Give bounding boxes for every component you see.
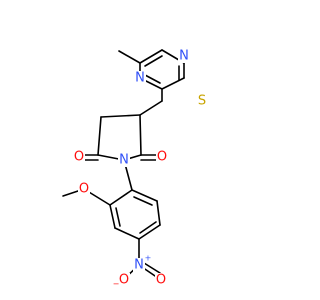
atom-layer: N N S O O N O N +: [73, 49, 208, 289]
atom-label: N: [135, 71, 145, 86]
bond-benz-6-1-inner: [133, 196, 153, 206]
bond-benz-1-2: [109, 189, 133, 206]
atom-o-methoxy: O: [78, 182, 90, 197]
bond-benz-2-3-inner: [115, 207, 121, 227]
bond-layer: [62, 49, 185, 280]
charge-minus: −: [113, 280, 120, 289]
atom-label: S: [198, 94, 206, 109]
atom-label: O: [79, 182, 89, 197]
atom-n-nitro: N +: [133, 254, 151, 273]
charge-plus: +: [145, 254, 152, 263]
bond-c2-c3: [139, 114, 142, 156]
bond-benz-4-5-inner: [139, 221, 157, 234]
bond-benz-3-4: [114, 227, 140, 240]
atom-label: O: [156, 273, 166, 288]
atom-s-thioether: S: [196, 94, 208, 109]
bond-pyr-c4-c5: [139, 49, 163, 64]
atom-o-nitro-right: O: [155, 273, 167, 288]
atom-o-nitro-left: O −: [113, 273, 130, 289]
atom-n-pyrimidine-top: N: [178, 49, 190, 64]
bond-benz-4-5: [138, 224, 161, 240]
atom-label: O: [119, 273, 129, 288]
atom-label: N: [179, 49, 189, 64]
bond-pyr-c4-c5-inner: [144, 55, 163, 67]
atom-label: O: [157, 150, 167, 165]
atom-label: O: [74, 150, 84, 165]
atom-o-carbonyl-left: O: [73, 150, 85, 165]
molecule-structure: N N S O O N O N +: [62, 49, 208, 289]
atom-n-pyrimidine-bottom: N: [134, 71, 146, 86]
atom-n-imide: N: [118, 153, 130, 168]
bond-benz-6-1: [131, 189, 158, 202]
bond-c3-c4: [100, 114, 141, 118]
bond-benz-5-6: [156, 200, 161, 226]
bond-pyr-n1-c2: [161, 77, 185, 90]
bond-benz-2-3: [109, 204, 116, 229]
bond-c4-c5: [97, 116, 102, 156]
bond-pyr-c2-n3-inner: [144, 74, 161, 84]
bond-s-c3: [139, 100, 163, 116]
bond-nitro-o-right-inner: [143, 262, 161, 274]
bond-methyl: [118, 50, 141, 64]
atom-o-carbonyl-right: O: [156, 150, 168, 165]
atom-label: N: [134, 258, 144, 273]
atom-label: N: [119, 153, 129, 168]
